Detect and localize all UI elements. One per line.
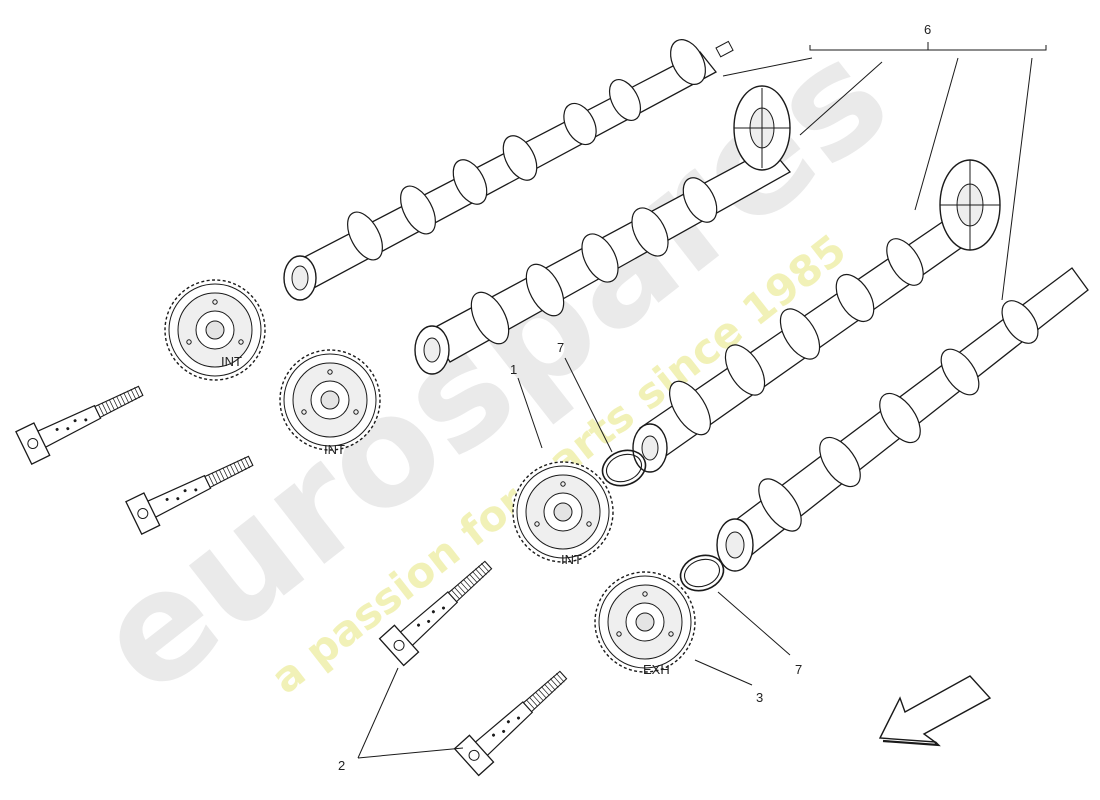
- camshaft-2: [414, 85, 792, 375]
- watermark: eurospares a passion for parts since 198…: [65, 7, 919, 728]
- callout-2: 2: [338, 758, 345, 773]
- gear-mark-3: INT: [561, 552, 582, 567]
- gear-mark-2: INT: [324, 442, 345, 457]
- phaser-upper-left: INT: [164, 279, 266, 381]
- bolt-4: [453, 661, 576, 777]
- callout-7-lower: 7: [795, 662, 802, 677]
- gear-mark-1: INT: [221, 354, 242, 369]
- callout-7-upper: 7: [557, 340, 564, 355]
- leader-lines: [357, 42, 1047, 759]
- bolt-1: [15, 374, 150, 465]
- arrow-down-left-icon: [878, 675, 992, 747]
- callout-1: 1: [510, 362, 517, 377]
- camshaft-1: [283, 39, 734, 301]
- camshaft-4: [716, 267, 1089, 572]
- camshaft-3: [632, 159, 1001, 473]
- phaser-middle-left: INT: [279, 349, 381, 457]
- callout-3: 3: [756, 690, 763, 705]
- callout-6: 6: [924, 22, 931, 37]
- phaser-bottom: EXH: [594, 571, 696, 677]
- gear-mark-4: EXH: [643, 662, 670, 677]
- phaser-center: INT: [512, 461, 614, 567]
